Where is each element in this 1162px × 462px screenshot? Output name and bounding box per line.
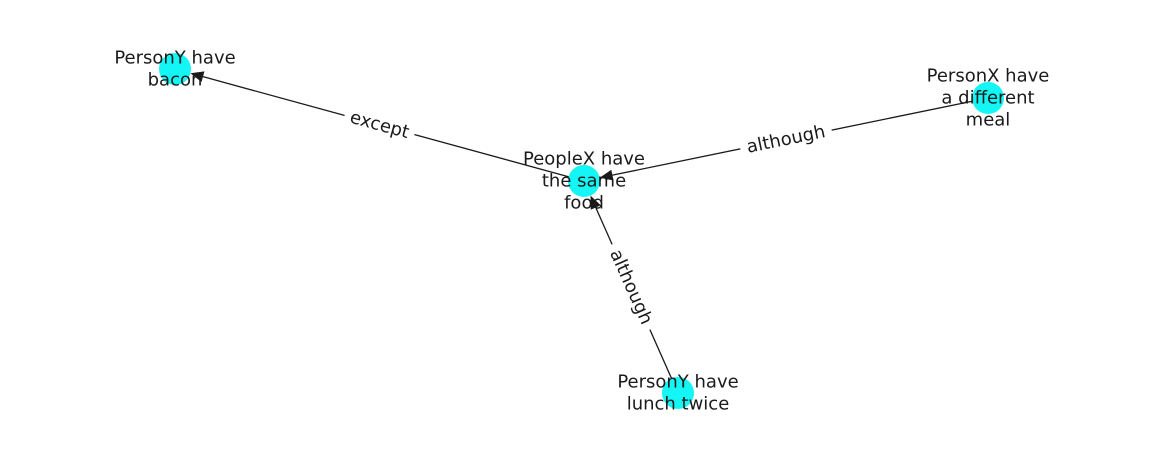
edge-label-background <box>341 102 418 148</box>
node-label-line: PeopleX have <box>523 149 645 170</box>
node-label-line: the same <box>542 171 626 192</box>
arrow-head-e_although_meal <box>599 169 614 181</box>
node-label-line: PersonX have <box>927 66 1050 87</box>
node-label-line: lunch twice <box>627 394 730 415</box>
node-n_bacon <box>159 53 191 85</box>
edge-label-e_although_meal: although <box>737 117 835 162</box>
edge-label-e_although_lunch: although <box>600 239 662 335</box>
edge-label-e_except: except <box>341 102 418 148</box>
node-label-line: meal <box>966 110 1011 131</box>
node-label-line: bacon <box>148 70 203 91</box>
nodes-layer <box>159 53 1004 409</box>
node-label-line: food <box>564 193 604 214</box>
node-label-line: PersonY have <box>617 372 738 393</box>
arrow-head-e_except <box>190 71 205 82</box>
node-n_center <box>568 165 600 197</box>
node-n_meal <box>972 82 1004 114</box>
node-n_lunch <box>662 377 694 409</box>
node-label-line: a different <box>941 88 1034 109</box>
edge-label-background <box>737 117 835 162</box>
edges-layer <box>190 71 989 394</box>
edge-labels-layer: except although although <box>341 102 835 335</box>
node-label-line: PersonY have <box>114 48 235 69</box>
arrow-head-e_although_lunch <box>590 195 601 210</box>
edge-label-background <box>600 239 662 335</box>
